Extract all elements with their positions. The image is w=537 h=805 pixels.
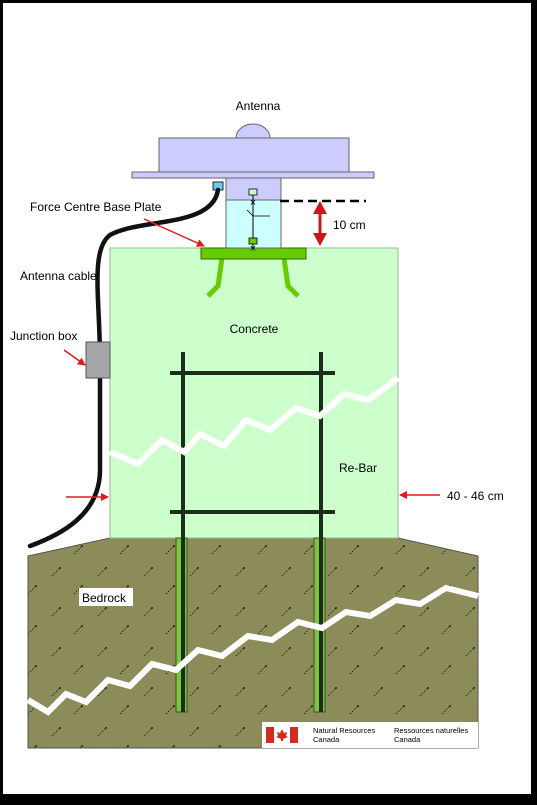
mount-detail bbox=[246, 209, 270, 217]
antenna-cable bbox=[27, 187, 221, 549]
bedrock-label: Bedrock bbox=[82, 591, 127, 605]
antenna-label: Antenna bbox=[236, 99, 281, 113]
width-label: 40 - 46 cm bbox=[447, 489, 504, 503]
reference-point-bottom-icon: × bbox=[250, 243, 256, 255]
antenna-ground-plane bbox=[131, 171, 375, 179]
base-plate-label: Force Centre Base Plate bbox=[30, 200, 162, 214]
junction-box-label: Junction box bbox=[10, 329, 77, 343]
break-line-concrete bbox=[108, 375, 400, 468]
antenna-radome bbox=[235, 123, 271, 139]
canada-flag-icon bbox=[266, 727, 298, 743]
bedrock bbox=[27, 537, 479, 749]
plate-anchor-left bbox=[206, 257, 225, 298]
concrete-block bbox=[109, 247, 399, 539]
nrcan-logo: Natural Resources Canada Ressources natu… bbox=[262, 722, 478, 748]
junction-box-arrow bbox=[63, 349, 86, 366]
logo-french-line1: Ressources naturelles bbox=[394, 726, 468, 735]
reference-marker-top bbox=[248, 188, 258, 196]
rebar-label: Re-Bar bbox=[339, 461, 377, 475]
junction-box bbox=[85, 341, 111, 379]
height-label: 10 cm bbox=[333, 218, 366, 232]
break-line-bedrock bbox=[26, 584, 479, 716]
concrete-label: Concrete bbox=[230, 322, 279, 336]
antenna-cable-label: Antenna cable bbox=[20, 269, 97, 283]
antenna-body bbox=[158, 137, 350, 173]
height-arrow-down bbox=[313, 233, 327, 246]
logo-french-line2: Canada bbox=[394, 735, 421, 744]
base-plate-arrow bbox=[143, 218, 205, 247]
logo-english-line1: Natural Resources bbox=[313, 726, 375, 735]
plate-anchor-right bbox=[281, 257, 300, 298]
logo-english-line2: Canada bbox=[313, 735, 340, 744]
bedrock-label-bg bbox=[79, 588, 133, 606]
reference-marker-bottom bbox=[248, 237, 258, 245]
reference-point-top-icon: × bbox=[250, 197, 256, 209]
height-arrow-up bbox=[313, 201, 327, 214]
